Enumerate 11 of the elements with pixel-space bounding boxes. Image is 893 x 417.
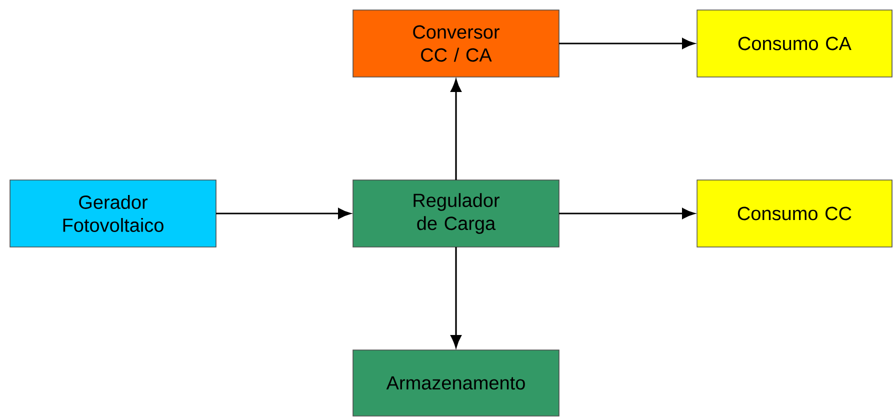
arrow: [559, 208, 695, 219]
arrow: [559, 38, 695, 49]
arrow: [450, 247, 462, 348]
process-box: Consumo CC: [696, 180, 892, 248]
arrow: [450, 79, 462, 180]
process-box: Gerador Fotovoltaico: [10, 180, 216, 248]
arrow: [216, 208, 351, 219]
process-box: Armazenamento: [352, 350, 560, 416]
process-box: Conversor CC / CA: [352, 10, 560, 78]
process-box: Regulador de Carga: [352, 180, 560, 248]
process-box: Consumo CA: [696, 10, 892, 78]
